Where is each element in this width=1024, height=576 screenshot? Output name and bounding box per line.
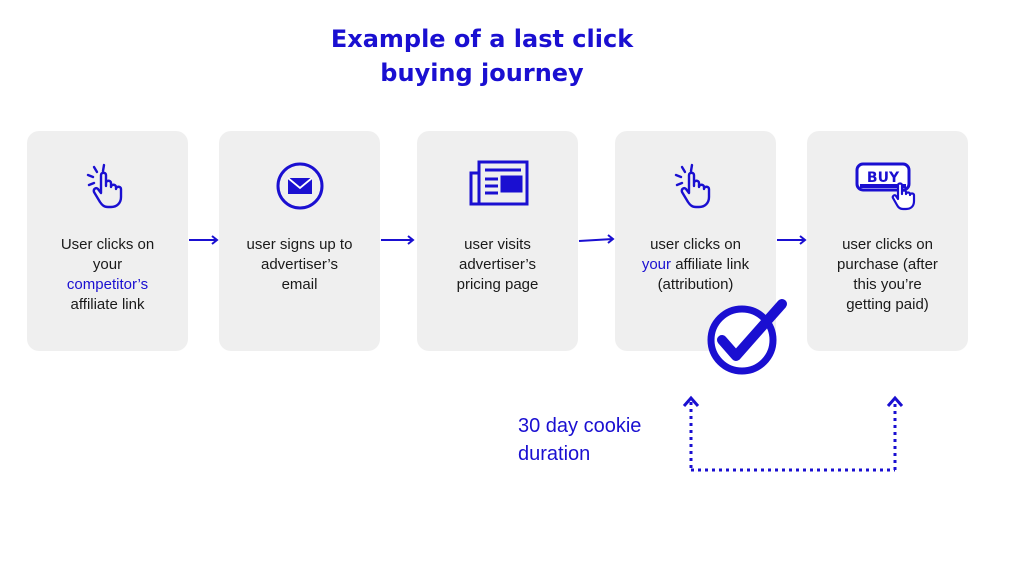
step-5-line-4: getting paid) <box>846 296 929 313</box>
step-3-line-2: advertiser’s <box>459 256 536 273</box>
step-2-text: user signs up to advertiser’s email <box>227 235 372 295</box>
step-4-text: user clicks on your affiliate link (attr… <box>623 235 768 295</box>
step-1-line-2: your <box>92 256 123 273</box>
step-4-line-3: (attribution) <box>657 276 734 293</box>
cookie-window-bracket <box>682 395 904 472</box>
step-2-line-1: user signs up to <box>246 236 353 253</box>
cookie-duration-label: 30 day cookie duration <box>518 412 641 468</box>
step-5-line-3: this you’re <box>853 276 922 293</box>
title-line-2: buying journey <box>380 59 584 87</box>
step-4-line-2: affiliate link <box>671 256 750 273</box>
step-4-highlight: your <box>641 256 672 273</box>
buy-label: BUY <box>866 170 899 186</box>
step-5-text: user clicks on purchase (after this you’… <box>815 235 960 315</box>
step-3-line-1: user visits <box>464 236 531 253</box>
step-4-line-1: user clicks on <box>650 236 741 253</box>
step-1-text: User clicks on your competitor’s affilia… <box>35 235 180 315</box>
title-line-1: Example of a last click <box>330 25 634 53</box>
arrow-1 <box>189 235 219 245</box>
step-card-3: user visits advertiser’s pricing page <box>417 131 578 351</box>
cookie-line-2: duration <box>518 443 591 465</box>
step-2-line-2: advertiser’s <box>261 256 338 273</box>
step-card-5: BUY user clicks on purchase (after this … <box>807 131 968 351</box>
newspaper-icon <box>417 159 578 209</box>
step-1-line-4: affiliate link <box>70 296 145 313</box>
step-1-line-1: User clicks on <box>60 236 155 253</box>
arrow-up-left <box>682 395 700 407</box>
arrow-up-right <box>886 395 904 407</box>
email-icon <box>219 161 380 211</box>
step-3-line-3: pricing page <box>456 276 539 293</box>
step-2-line-3: email <box>281 276 318 293</box>
buy-button-icon: BUY <box>807 161 968 211</box>
step-card-2: user signs up to advertiser’s email <box>219 131 380 351</box>
arrow-4 <box>777 235 807 245</box>
click-icon-2 <box>615 161 776 211</box>
step-5-line-2: purchase (after <box>837 256 938 273</box>
arrow-2 <box>381 235 415 245</box>
click-icon <box>27 161 188 211</box>
arrow-3 <box>578 234 615 244</box>
checkmark-icon <box>707 299 787 375</box>
step-1-highlight: competitor’s <box>66 276 149 293</box>
step-card-1: User clicks on your competitor’s affilia… <box>27 131 188 351</box>
page-title: Example of a last click buying journey <box>300 22 664 90</box>
step-3-text: user visits advertiser’s pricing page <box>425 235 570 295</box>
step-5-line-1: user clicks on <box>842 236 933 253</box>
cookie-line-1: 30 day cookie <box>518 415 642 437</box>
